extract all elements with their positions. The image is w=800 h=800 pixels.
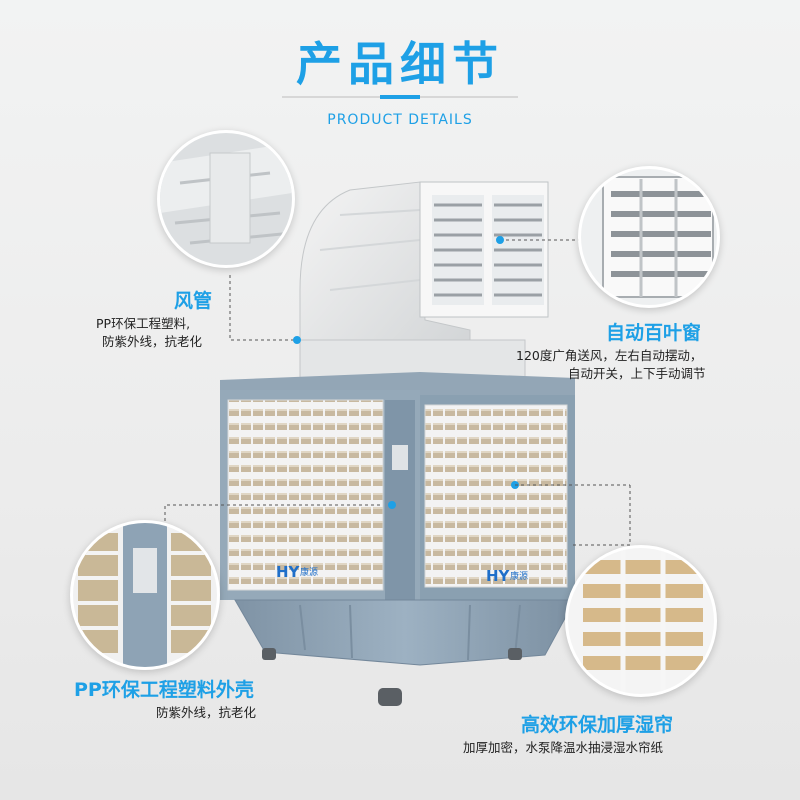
cooler-base xyxy=(234,599,576,706)
casters xyxy=(262,648,522,706)
brand-label-right-sub: 康源 xyxy=(510,570,528,582)
pad-desc: 加厚加密，水泵降温水抽浸湿水帘纸 xyxy=(463,740,664,755)
louver-desc-line1: 120度广角送风，左右自动摆动， xyxy=(516,348,703,363)
brand-label-right: HY xyxy=(486,567,511,585)
shell-title: PP环保工程塑料外壳 xyxy=(74,679,254,701)
brand-label-left: HY xyxy=(276,563,301,581)
pad-title: 高效环保加厚湿帘 xyxy=(521,714,674,736)
subtitle: PRODUCT DETAILS xyxy=(327,112,473,128)
detail-circle-pad xyxy=(565,545,717,697)
cooler-body xyxy=(220,372,575,600)
louver-title: 自动百叶窗 xyxy=(606,322,702,344)
air-duct xyxy=(299,181,549,386)
louver-desc-line2: 自动开关，上下手动调节 xyxy=(568,366,706,381)
shell-desc: 防紫外线，抗老化 xyxy=(156,705,257,720)
detail-circle-louver xyxy=(578,166,720,308)
title-divider xyxy=(282,95,518,99)
duct-title: 风管 xyxy=(174,290,213,312)
title: 产品细节 xyxy=(296,37,504,91)
detail-circle-shell xyxy=(70,520,220,670)
brand-label-left-sub: 康源 xyxy=(300,566,318,578)
duct-desc-line1: PP环保工程塑料, xyxy=(96,316,191,331)
detail-circle-duct xyxy=(157,130,295,268)
duct-desc-line2: 防紫外线，抗老化 xyxy=(102,334,203,349)
